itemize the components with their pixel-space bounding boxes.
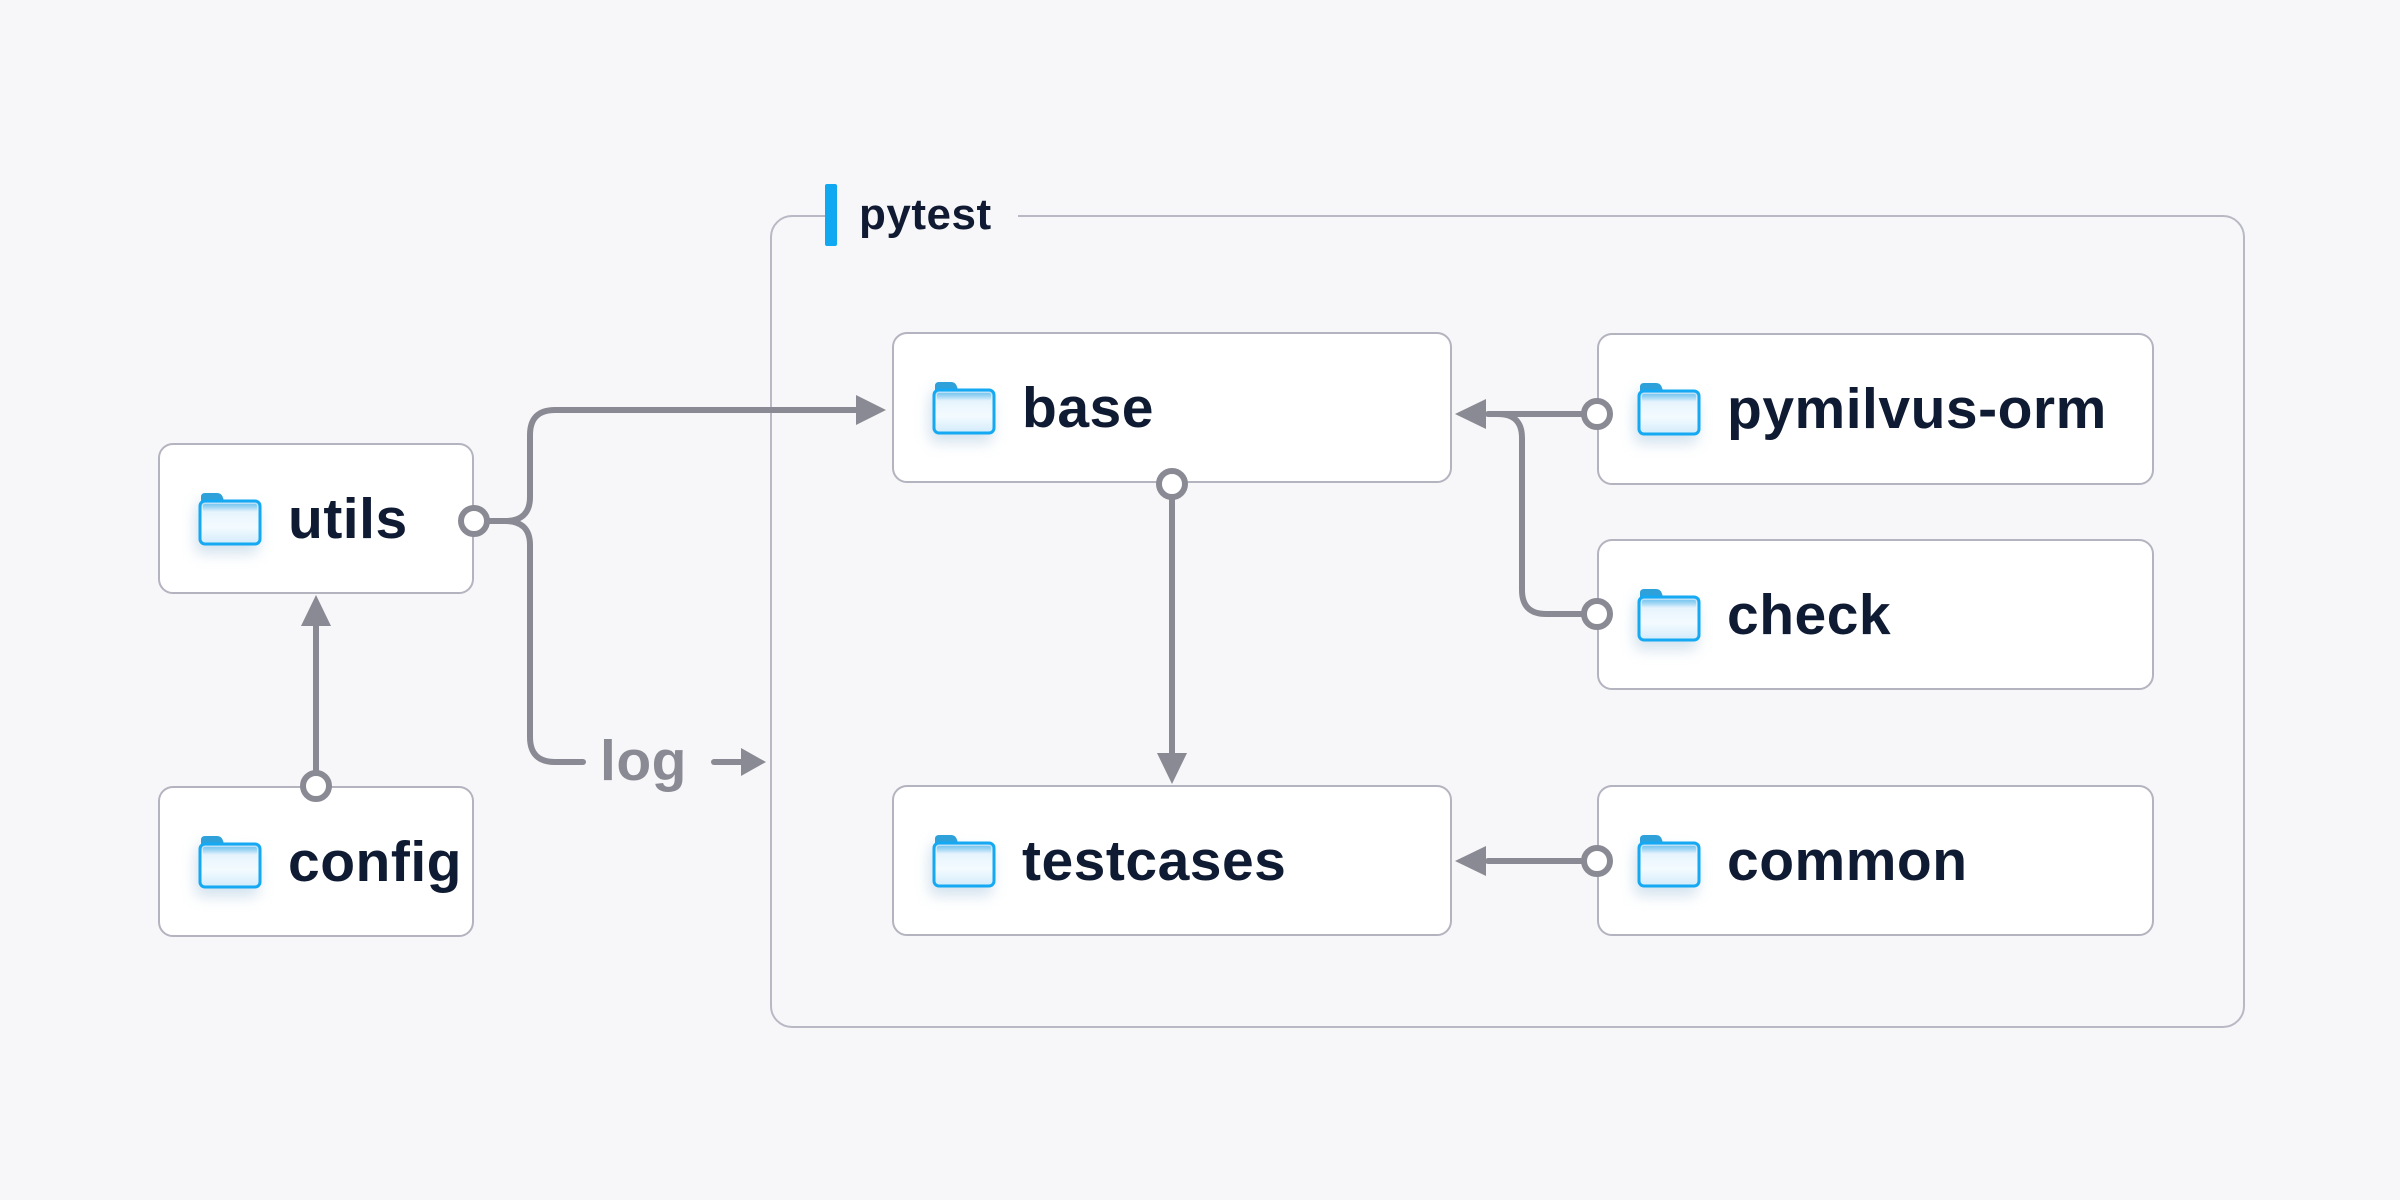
folder-icon — [1637, 588, 1701, 641]
node-label: testcases — [1022, 828, 1287, 893]
node-check: check — [1597, 539, 2154, 690]
folder-icon — [198, 835, 262, 888]
arrowhead-config-utils — [301, 595, 331, 626]
pytest-group-label-text: pytest — [859, 190, 992, 239]
node-utils: utils — [158, 443, 474, 594]
node-label: utils — [288, 486, 408, 551]
node-label: config — [288, 829, 462, 894]
log-arrowhead — [741, 748, 766, 776]
pytest-group-label: pytest — [825, 183, 1018, 247]
edge-label-log: log — [600, 729, 687, 793]
node-config: config — [158, 786, 474, 937]
folder-icon — [932, 834, 996, 887]
node-label: check — [1727, 582, 1892, 647]
edge-utils-log — [484, 518, 586, 765]
node-label: common — [1727, 828, 1968, 893]
node-label: pymilvus-orm — [1727, 377, 2107, 441]
node-label: base — [1022, 375, 1154, 440]
folder-icon — [198, 492, 262, 545]
node-pymilvus-orm: pymilvus-orm — [1597, 333, 2154, 485]
folder-icon — [932, 381, 996, 434]
node-base: base — [892, 332, 1452, 483]
folder-icon — [1637, 383, 1701, 436]
pytest-group-frame — [770, 215, 2245, 1028]
folder-icon — [1637, 834, 1701, 887]
node-testcases: testcases — [892, 785, 1452, 936]
node-common: common — [1597, 785, 2154, 936]
pytest-accent-bar — [825, 184, 837, 246]
